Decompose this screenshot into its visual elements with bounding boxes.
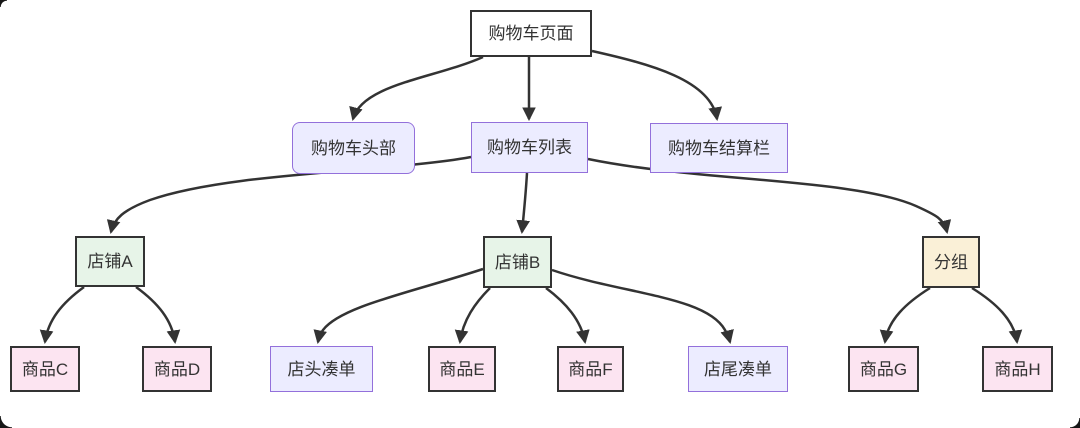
node-item-c: 商品C bbox=[10, 346, 80, 392]
edge-cart-page-to-cart-checkout bbox=[591, 49, 722, 122]
edge-cart-page-to-cart-header bbox=[349, 55, 484, 121]
node-item-f: 商品F bbox=[557, 346, 624, 392]
edge-shop-b-to-item-e bbox=[454, 287, 491, 345]
node-item-e: 商品E bbox=[428, 346, 496, 392]
node-item-d: 商品D bbox=[142, 346, 212, 392]
edge-shop-a-to-item-c bbox=[39, 285, 85, 345]
edge-shop-b-to-head-addon bbox=[313, 267, 484, 345]
edge-cart-list-to-shop-b bbox=[516, 172, 531, 235]
edge-shop-b-to-tail-addon bbox=[551, 268, 734, 345]
node-cart-list: 购物车列表 bbox=[471, 122, 588, 173]
node-head-addon: 店头凑单 bbox=[270, 346, 373, 392]
edge-shop-b-to-item-f bbox=[545, 287, 590, 345]
edge-cart-list-to-shop-a bbox=[106, 155, 472, 235]
node-cart-header: 购物车头部 bbox=[292, 122, 415, 174]
node-item-h: 商品H bbox=[982, 346, 1053, 392]
node-shop-b: 店铺B bbox=[483, 236, 552, 288]
node-cart-checkout: 购物车结算栏 bbox=[650, 123, 788, 173]
node-shop-a: 店铺A bbox=[75, 236, 145, 287]
node-cart-page: 购物车页面 bbox=[470, 10, 592, 57]
edge-group-to-item-h bbox=[971, 286, 1023, 345]
edge-shop-a-to-item-d bbox=[135, 285, 181, 345]
node-tail-addon: 店尾凑单 bbox=[688, 346, 788, 392]
edge-group-to-item-g bbox=[879, 286, 931, 345]
node-item-g: 商品G bbox=[848, 346, 919, 392]
node-group: 分组 bbox=[922, 236, 980, 288]
